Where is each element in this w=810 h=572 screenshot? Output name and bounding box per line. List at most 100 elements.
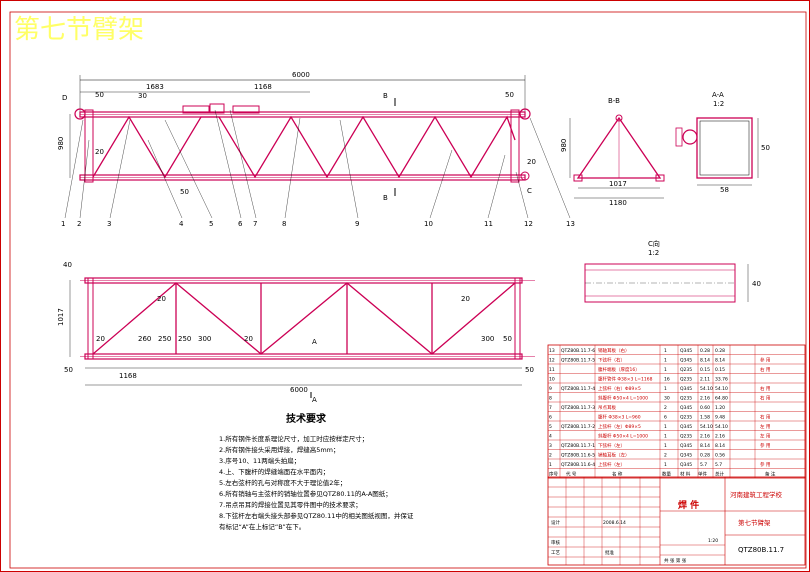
tech-note-line: 1.所有钢件长度系理论尺寸，加工时应按样定尺寸；: [219, 434, 368, 443]
parts-row-unit-weight: 8.14: [700, 443, 710, 449]
tech-note-line: 8.下弦杆左右端头接头部参见QTZ80.11中的相关图纸视图，并保证: [219, 511, 414, 520]
parts-row-note: 参 用: [760, 356, 770, 363]
callout-11: 11: [484, 220, 493, 228]
parts-row-qty: 6: [664, 414, 667, 420]
bottom-dim-20-c: 20: [244, 335, 253, 343]
parts-row-total-weight: 54.10: [715, 424, 728, 430]
parts-header-cell: 备 注: [765, 470, 776, 477]
parts-row-qty: 1: [664, 386, 667, 392]
bottom-dim-50-c: 50: [503, 335, 512, 343]
parts-row-note: 右 用: [760, 366, 770, 373]
parts-header-cell: 总计: [715, 470, 724, 477]
parts-row-total-weight: 8.14: [715, 357, 725, 363]
section-bb-title: B-B: [608, 97, 620, 105]
parts-row-material: Q345: [680, 348, 692, 354]
parts-header-cell: 序号: [549, 470, 558, 477]
parts-row-total-weight: 1.20: [715, 405, 725, 411]
parts-row-no: 9: [549, 386, 552, 392]
parts-row-total-weight: 2.16: [715, 433, 725, 439]
title-designer-label: 设计: [551, 519, 560, 526]
parts-row-total-weight: 0.56: [715, 452, 725, 458]
section-bb-height: 980: [560, 139, 568, 152]
parts-row-unit-weight: 0.15: [700, 367, 710, 373]
bottom-dim-20-d: 20: [461, 295, 470, 303]
inner-frame: [9, 11, 807, 569]
callout-3: 3: [107, 220, 111, 228]
title-approve-label: 批准: [605, 549, 614, 556]
top-dim-50-c: 50: [180, 188, 189, 196]
parts-row-name: 销轴耳板（左）: [598, 451, 630, 458]
top-height-dim: 980: [57, 137, 65, 150]
title-company: 河南建筑工程学校: [730, 490, 783, 499]
parts-row-unit-weight: 8.14: [700, 357, 710, 363]
parts-row-total-weight: 5.7: [715, 462, 722, 468]
parts-row-qty: 1: [664, 357, 667, 363]
bottom-overall-length: 6000: [290, 386, 308, 394]
bottom-dim-1168: 1168: [119, 372, 137, 380]
parts-row-unit-weight: 2.16: [700, 395, 710, 401]
top-dim-mid: 1168: [254, 83, 272, 91]
parts-row-name: 上弦杆（左）: [598, 461, 625, 468]
callout-7: 7: [253, 220, 257, 228]
parts-row-unit-weight: 2.16: [700, 433, 710, 439]
parts-row-total-weight: 9.48: [715, 414, 725, 420]
section-bb: B-B 980 1017 1180: [560, 97, 665, 207]
parts-row-code: QTZ80B.11.7-1: [561, 443, 595, 449]
bottom-dim-260: 260: [138, 335, 151, 343]
title-block: 焊 件 河南建筑工程学校 第七节臂架 QTZ80B.11.7 1:20 共 张 …: [547, 476, 806, 566]
bottom-dim-50-b: 50: [525, 366, 534, 374]
parts-row-no: 2: [549, 452, 552, 458]
parts-row-note: 右 用: [760, 413, 770, 420]
tech-note-line: 3.序号10、11两端头拍扁；: [219, 456, 300, 465]
parts-row-material: Q345: [680, 424, 692, 430]
parts-row-name: 斜腹杆 Φ50×4 L=1000: [598, 432, 648, 439]
parts-row-no: 6: [549, 414, 552, 420]
parts-row-material: Q345: [680, 386, 692, 392]
parts-row-name: 上弦杆（右）Φ89×5: [598, 385, 641, 392]
bottom-dim-20-b: 20: [96, 335, 105, 343]
parts-row-unit-weight: 1.58: [700, 414, 710, 420]
top-dim-left: 1683: [146, 83, 164, 91]
parts-row-qty: 30: [664, 395, 670, 401]
tech-notes-heading: 技术要求: [286, 412, 327, 425]
parts-row-no: 3: [549, 443, 552, 449]
bottom-label-a: A: [312, 338, 317, 346]
parts-row-material: Q235: [680, 395, 692, 401]
tech-note-line: 7.吊点吊耳的焊接位置见其零件图中的技术要求；: [219, 500, 362, 509]
parts-row-unit-weight: 5.7: [700, 462, 707, 468]
parts-row-qty: 16: [664, 376, 670, 382]
parts-row-note: 参 用: [760, 461, 770, 468]
tech-note-line: 4.上、下腹杆的焊缝端面在水平面内；: [219, 467, 329, 476]
bottom-dim-250-b: 250: [178, 335, 191, 343]
callout-6: 6: [238, 220, 243, 228]
parts-header-cell: 数量: [662, 470, 671, 477]
parts-row-unit-weight: 54.10: [700, 386, 713, 392]
top-dim-50-a: 50: [95, 91, 104, 99]
parts-row-name: 腹杆管件 Φ38×3 L=1168: [598, 375, 653, 382]
parts-row-total-weight: 8.14: [715, 443, 725, 449]
parts-row-qty: 1: [664, 443, 667, 449]
parts-row-no: 13: [549, 348, 555, 354]
top-dim-20-b: 20: [527, 158, 536, 166]
title-scale: 1:20: [708, 538, 718, 544]
parts-row-qty: 1: [664, 367, 667, 373]
section-c: C向 1:2 40: [584, 239, 761, 303]
bottom-dim-300-a: 300: [198, 335, 211, 343]
section-b-bottom-label: B: [383, 194, 388, 202]
parts-row-material: Q235: [680, 414, 692, 420]
parts-row-qty: 1: [664, 462, 667, 468]
parts-row-total-weight: 0.15: [715, 367, 725, 373]
parts-row-qty: 1: [664, 424, 667, 430]
parts-row-name: 斜腹杆 Φ50×4 L=1000: [598, 394, 648, 401]
parts-row-note: 参 用: [760, 442, 770, 449]
section-aa-title: A-A: [712, 91, 724, 99]
parts-row-qty: 1: [664, 348, 667, 354]
tech-note-line: 有标记“A”在上标记“B”在下。: [219, 522, 305, 531]
section-c-scale: 1:2: [648, 249, 659, 257]
title-part-type: 焊 件: [678, 499, 699, 511]
section-aa-width: 58: [720, 186, 729, 194]
section-b-top-label: B: [383, 92, 388, 100]
section-aa: A-A 1:2 50 58: [675, 91, 770, 194]
bottom-view: 1168 6000 1017 40 50 50 20 20 20 20 260 …: [57, 261, 535, 404]
